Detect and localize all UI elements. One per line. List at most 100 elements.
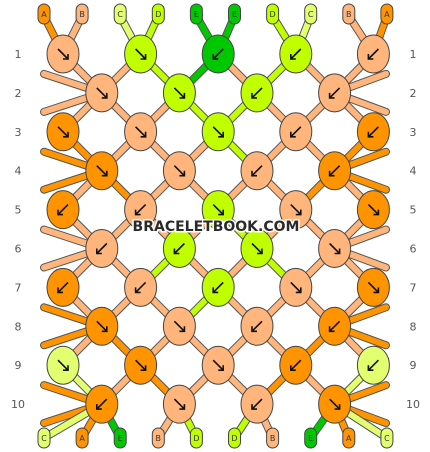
knot xyxy=(46,267,80,307)
arrow-down-right-icon xyxy=(212,359,224,372)
arrow-down-right-icon xyxy=(329,398,341,410)
arrow-down-right-icon xyxy=(212,126,224,138)
svg-text:D: D xyxy=(193,434,199,443)
strand-label-bottom: D xyxy=(228,427,241,449)
arrow-down-left-icon xyxy=(251,165,263,177)
arrow-down-left-icon xyxy=(212,281,224,294)
arrow-down-right-icon xyxy=(367,281,380,294)
knot xyxy=(356,190,390,230)
strand-label-top: D xyxy=(266,3,280,25)
arrow-down-left-icon xyxy=(289,126,302,138)
svg-text:B: B xyxy=(156,434,162,443)
knot xyxy=(124,112,158,152)
arrow-down-right-icon xyxy=(173,398,186,410)
knot xyxy=(124,267,158,307)
knot xyxy=(201,34,235,74)
svg-text:A: A xyxy=(79,434,85,443)
knot xyxy=(318,229,352,268)
knot xyxy=(162,151,196,191)
arrow-down-right-icon xyxy=(57,126,69,138)
row-number-right: 8 xyxy=(410,320,417,333)
knot xyxy=(46,190,80,230)
arrow-down-right-icon xyxy=(173,165,186,177)
row-number-left: 10 xyxy=(11,398,25,411)
arrow-down-right-icon xyxy=(290,281,302,294)
knot xyxy=(85,229,119,268)
arrow-down-left-icon xyxy=(328,165,341,177)
arrow-down-left-icon xyxy=(328,320,341,333)
row-number-left: 4 xyxy=(15,165,22,178)
knot xyxy=(318,384,352,424)
knot xyxy=(240,229,274,268)
row-number-left: 8 xyxy=(15,320,22,333)
knot xyxy=(201,267,235,307)
knot xyxy=(279,112,313,152)
row-number-right: 2 xyxy=(410,87,417,100)
arrow-down-left-icon xyxy=(57,204,69,216)
arrow-down-right-icon xyxy=(367,204,380,216)
row-number-right: 1 xyxy=(410,48,417,61)
arrow-down-right-icon xyxy=(135,359,147,372)
knot xyxy=(162,73,196,113)
arrow-down-right-icon xyxy=(329,242,341,255)
row-number-right: 10 xyxy=(406,398,420,411)
row-number-left: 6 xyxy=(15,243,22,256)
svg-text:B: B xyxy=(79,10,85,19)
row-number-right: 9 xyxy=(410,359,417,372)
arrow-down-left-icon xyxy=(328,87,341,99)
knot xyxy=(201,345,235,385)
knot xyxy=(240,306,274,346)
knot xyxy=(124,345,158,385)
arrow-down-left-icon xyxy=(57,281,69,294)
svg-text:B: B xyxy=(270,434,276,443)
arrow-down-right-icon xyxy=(290,204,302,216)
row-number-left: 9 xyxy=(15,359,22,372)
strand-label-top: B xyxy=(342,3,356,25)
arrow-down-right-icon xyxy=(135,126,147,138)
svg-text:D: D xyxy=(270,10,276,19)
row-number-left: 1 xyxy=(15,48,22,61)
row-number-left: 5 xyxy=(15,204,22,217)
knot xyxy=(46,112,80,152)
arrow-down-right-icon xyxy=(212,204,224,216)
svg-text:E: E xyxy=(308,434,313,443)
knot xyxy=(356,34,390,74)
knot xyxy=(279,34,313,74)
arrow-down-right-icon xyxy=(96,165,108,177)
knot xyxy=(46,34,80,74)
arrow-down-left-icon xyxy=(289,48,302,60)
knot xyxy=(356,112,390,152)
knot xyxy=(85,151,119,191)
knot xyxy=(279,190,313,230)
svg-text:C: C xyxy=(308,10,314,19)
knot xyxy=(240,73,274,113)
arrow-down-right-icon xyxy=(173,320,186,333)
svg-text:A: A xyxy=(41,10,47,19)
knot xyxy=(85,306,119,346)
strand-label-top: E xyxy=(189,3,203,25)
svg-text:C: C xyxy=(41,434,47,443)
row-number-right: 3 xyxy=(410,126,417,139)
strand-label-top: E xyxy=(228,3,241,25)
arrow-down-left-icon xyxy=(367,359,379,372)
knot xyxy=(279,345,313,385)
strand-label-bottom: D xyxy=(189,427,203,449)
strand-label-bottom: C xyxy=(37,427,51,449)
knot xyxy=(318,306,352,346)
arrow-down-left-icon xyxy=(96,398,108,410)
knot xyxy=(356,267,390,307)
arrow-down-left-icon xyxy=(251,320,263,333)
svg-text:C: C xyxy=(384,434,390,443)
arrow-down-left-icon xyxy=(367,48,379,60)
row-number-right: 7 xyxy=(410,281,417,294)
strand-label-top: D xyxy=(151,3,165,25)
svg-text:D: D xyxy=(231,434,237,443)
knot xyxy=(162,306,196,346)
knot xyxy=(318,73,352,113)
strand-label-bottom: A xyxy=(75,427,89,449)
knot xyxy=(85,73,119,113)
